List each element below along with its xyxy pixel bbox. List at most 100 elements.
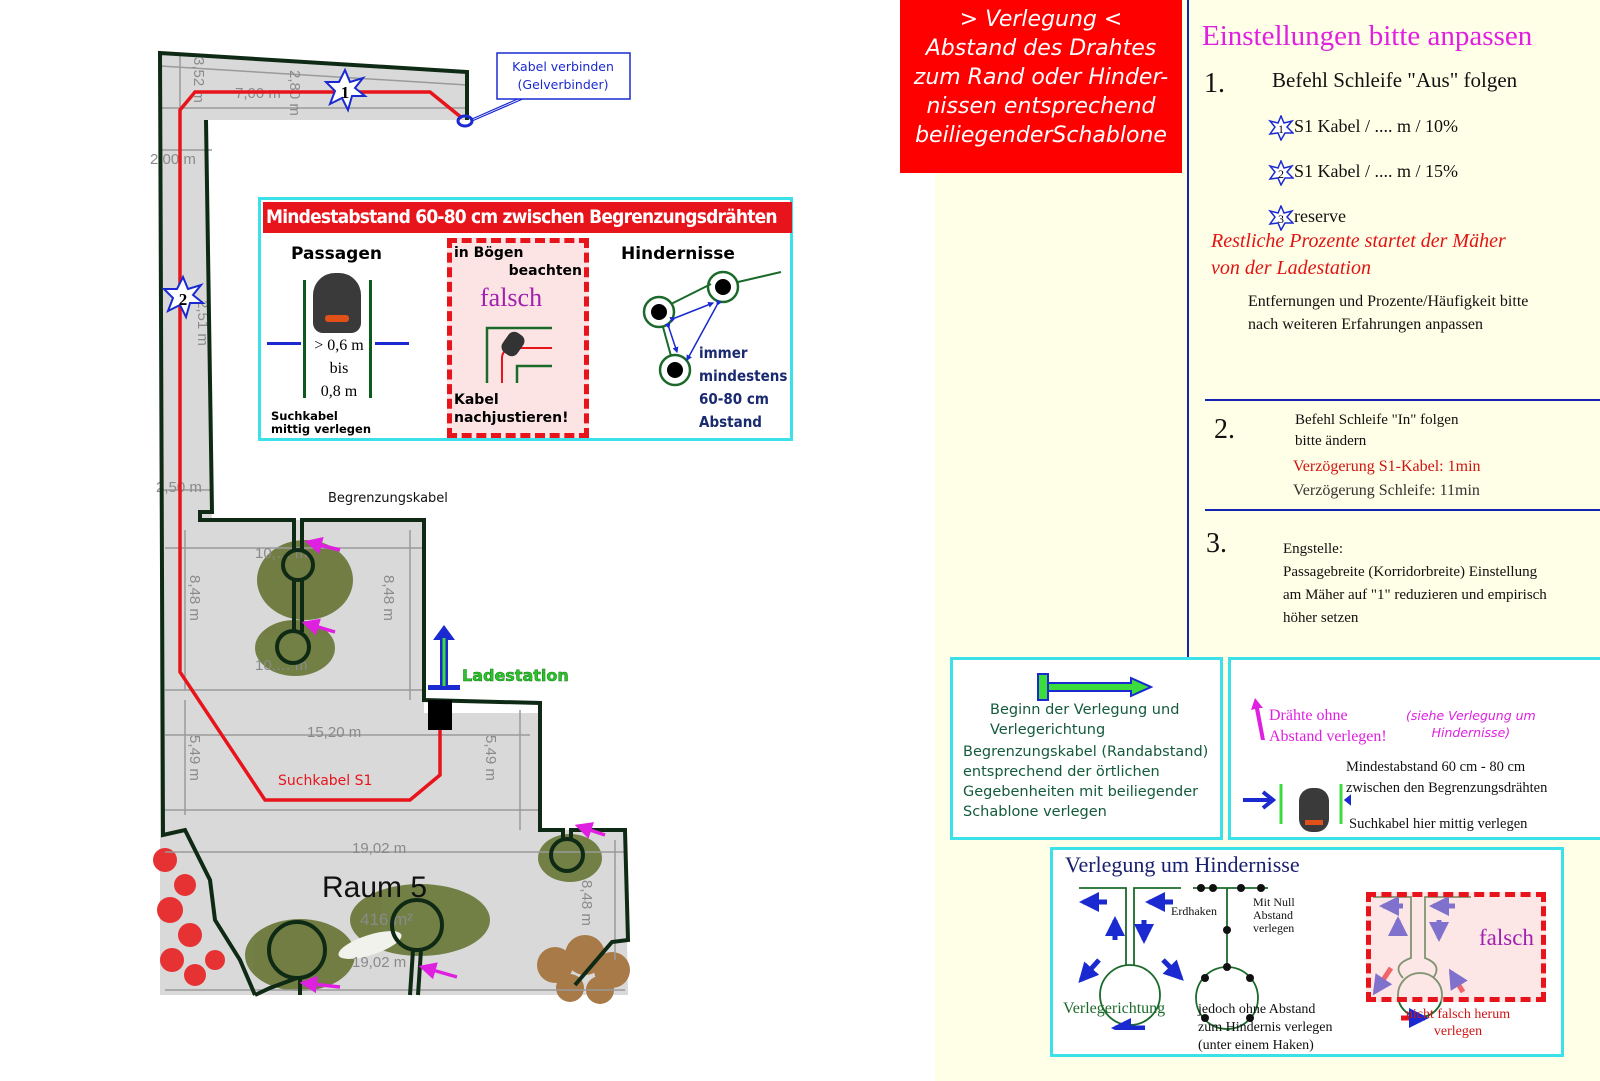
no-gap-arrows [299, 536, 606, 994]
obstacle-distance-icon [642, 270, 782, 387]
curves-wrong-box: in Bögen beachten falsch Kabel nachjusti… [447, 238, 589, 438]
svg-text:2: 2 [1278, 167, 1284, 181]
laying-line: Abstand des Drahtes [925, 36, 1157, 61]
curves-note: Kabel [454, 392, 499, 408]
divider [1187, 0, 1189, 657]
dim-label: 19,02 m [352, 954, 406, 971]
marker-2-icon: 2 [161, 274, 206, 320]
obstacle-box-title: Verlegung um Hindernisse [1065, 852, 1300, 877]
wrong-label: falsch [480, 283, 543, 312]
obstacle-laying-box: Verlegung um Hindernisse falsch Erdhaken… [1050, 847, 1564, 1057]
min-distance-rules-box: Mindestabstand 60-80 cm zwischen Begrenz… [258, 197, 793, 441]
note: nach weiteren Erfahrungen anpassen [1248, 316, 1483, 333]
item-text: reserve [1294, 206, 1346, 226]
passage-note: Suchkabel [271, 409, 338, 423]
svg-text:1: 1 [1278, 122, 1284, 136]
zero-gap-text: verlegen [1253, 921, 1295, 935]
flower-bed [153, 848, 225, 986]
section-heading: Befehl Schleife "Aus" folgen [1272, 68, 1518, 92]
laying-line: zum Rand oder Hinder- [913, 65, 1169, 90]
garden-plan: 7,00 m 2,80 m 3,52 m 2,00 m 2,51 m 2,50 … [150, 50, 631, 1004]
svg-text:3: 3 [1278, 212, 1284, 226]
zero-gap-text: Mit Null [1253, 895, 1295, 909]
rules-heading: Mindestabstand 60-80 cm zwischen Begrenz… [263, 202, 792, 233]
dim-label: 8,48 m [380, 575, 397, 621]
item-text: S1 Kabel / .... m / 10% [1294, 116, 1458, 136]
laying-instructions-box: > Verlegung < Abstand des Drahtes zum Ra… [900, 0, 1182, 173]
arrow-right-icon [267, 342, 301, 345]
direction-label: Verlegerichtung [1063, 1000, 1166, 1017]
list-item: 3 reserve [1268, 194, 1458, 239]
section-number: 1. [1204, 68, 1225, 99]
marker-1-icon: 1 [323, 67, 368, 113]
obstacles-note: Abstand [699, 413, 762, 431]
arrow-left-icon [375, 342, 409, 345]
charging-direction-arrow [428, 625, 460, 690]
marker-1-icon: 1 [1268, 114, 1294, 141]
connector-callout [496, 52, 631, 100]
divider [1205, 399, 1600, 401]
curves-title: in Bögen [454, 245, 524, 261]
callout-line: Kabel verbinden [512, 59, 614, 74]
passages-title: Passagen [291, 244, 382, 264]
wrong-note: nicht falsch herum [1405, 1007, 1511, 1022]
legend-text: Suchkabel hier mittig verlegen [1349, 816, 1528, 832]
lawn-area [160, 53, 628, 995]
laying-line: > Verlegung < [959, 7, 1123, 32]
zero-gap-text: Abstand [1253, 908, 1293, 922]
laying-line: nissen entsprechend [926, 94, 1156, 119]
legend-text: Gegebenheiten mit beiliegender [963, 784, 1199, 800]
obstacles-note: immer [699, 344, 748, 362]
curves-note: nachjustieren! [454, 410, 569, 426]
wrong-laying-box: falsch [1366, 892, 1546, 1002]
mower-passage-icon [1243, 784, 1351, 832]
section-line: Passagebreite (Korridorbreite) Einstellu… [1283, 564, 1538, 580]
room-label: Raum 5 [322, 871, 427, 904]
red-note: von der Ladestation [1211, 257, 1371, 279]
wrong-curve-icon [485, 326, 552, 383]
list-item: 1 S1 Kabel / .... m / 10% [1268, 104, 1458, 149]
legend-text: Verlegerichtung [990, 722, 1106, 738]
dim-label: 5,49 m [482, 735, 499, 781]
legend-text: Begrenzungskabel (Randabstand) [963, 744, 1209, 760]
charging-station [428, 700, 452, 730]
boundary-wire-label: Begrenzungskabel [328, 491, 448, 506]
no-gap-text: jedoch ohne Abstand [1198, 1002, 1316, 1017]
start-direction-arrow-icon [1037, 673, 1154, 701]
obstacles-note: 60-80 cm [699, 390, 769, 408]
section-line: Engstelle: [1283, 541, 1343, 557]
boundary-wire [157, 50, 631, 997]
hooks-label: Erdhaken [1171, 904, 1217, 918]
dim-label: 2,51 m [194, 300, 211, 346]
legend-text: Beginn der Verlegung und [990, 702, 1180, 718]
wrong-label: falsch [1479, 925, 1534, 950]
divider [1205, 509, 1600, 511]
passage-distance: > 0,6 m [314, 337, 364, 354]
section-line: Verzögerung S1-Kabel: 1min [1293, 458, 1481, 475]
marker-2-icon: 2 [1268, 159, 1294, 186]
legend-start-box: Beginn der Verlegung und Verlegerichtung… [950, 657, 1223, 840]
red-note: Restliche Prozente startet der Mäher [1211, 230, 1506, 252]
section-number: 3. [1206, 528, 1227, 559]
note: Entfernungen und Prozente/Häufigkeit bit… [1248, 293, 1529, 310]
search-cable-label: Suchkabel S1 [278, 773, 372, 789]
legend-text: Hindernisse) [1431, 725, 1511, 740]
dim-label: 8,48 m [578, 880, 595, 926]
dim-label: 19,02 m [352, 840, 406, 857]
passage-note: mittig verlegen [271, 422, 372, 436]
legend-text: zwischen den Begrenzungsdrähten [1346, 780, 1548, 796]
passage-distance: bis [329, 360, 349, 377]
section-line: Befehl Schleife "In" folgen [1295, 412, 1459, 428]
svg-text:2: 2 [179, 290, 188, 309]
svg-text:1: 1 [341, 83, 350, 102]
legend-text: (siehe Verlegung um [1406, 708, 1536, 723]
dim-label: 10,… m [255, 545, 308, 562]
obstacles-title: Hindernisse [621, 244, 735, 264]
obstacles-note: mindestens [699, 367, 788, 385]
dim-label: 5,49 m [186, 735, 203, 781]
dim-label: 8,48 m [186, 575, 203, 621]
passage-distance: 0,8 m [320, 383, 358, 400]
area-label: 416 m² [360, 910, 413, 929]
